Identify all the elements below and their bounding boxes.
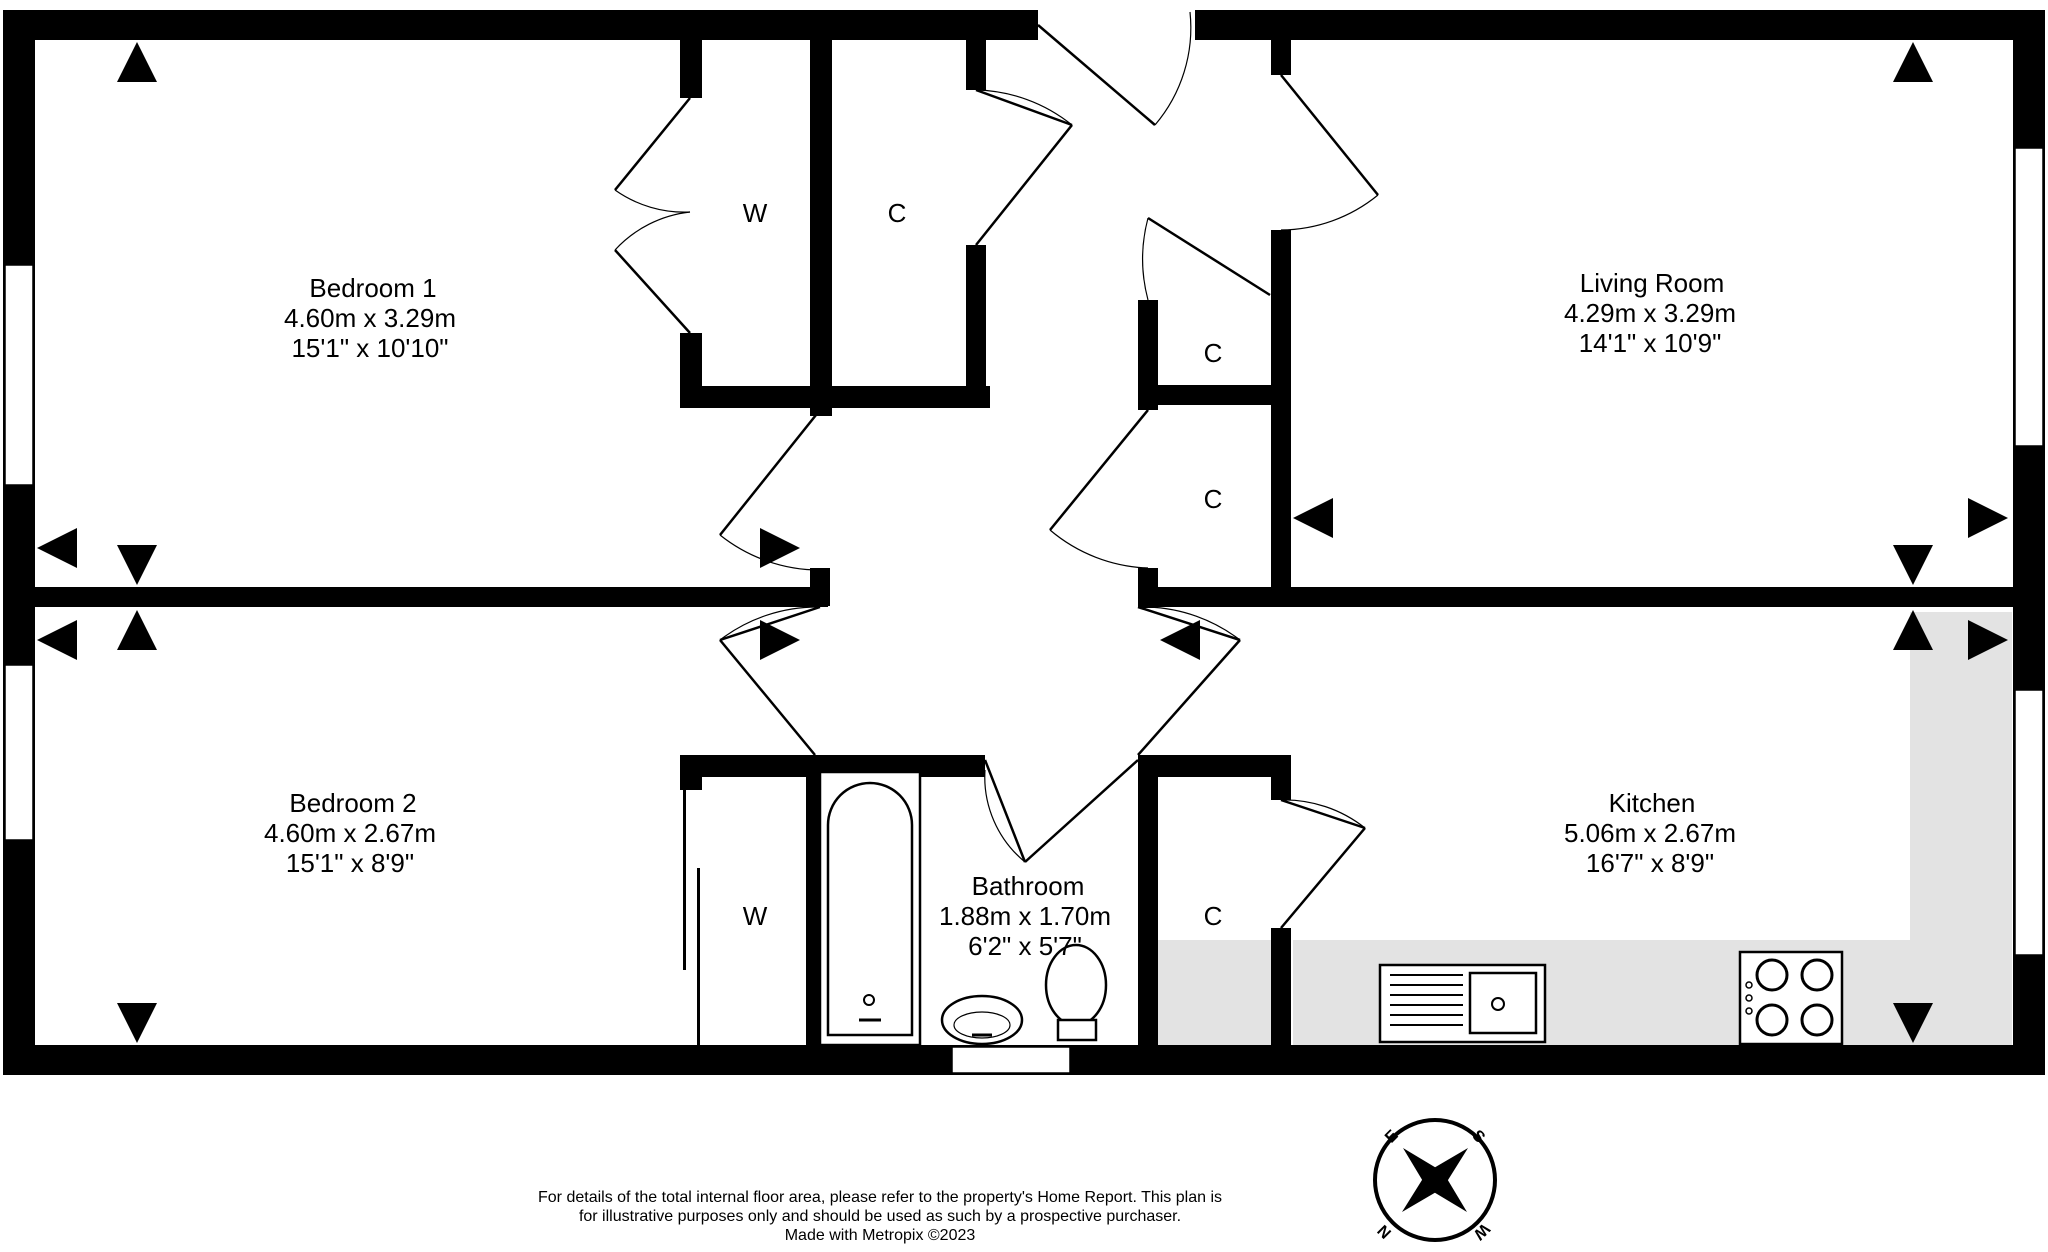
kitchen-sink xyxy=(1378,963,1547,1044)
hob xyxy=(1738,950,1844,1046)
room-bedroom-2: Bedroom 2 4.60m x 2.67m 15'1" x 8'9" xyxy=(264,788,436,878)
room-bedroom-1: Bedroom 1 4.60m x 3.29m 15'1" x 10'10" xyxy=(284,273,456,363)
dimension-markers xyxy=(37,42,2008,1043)
doors xyxy=(614,11,1379,929)
room-name: Bedroom 1 xyxy=(309,273,436,303)
cupboard-label: C xyxy=(1204,901,1223,931)
room-imperial: 16'7" x 8'9" xyxy=(1586,848,1714,878)
kitchen-worktop xyxy=(1157,612,2012,1045)
room-metric: 1.88m x 1.70m xyxy=(939,901,1111,931)
cupboard-label: C xyxy=(1204,338,1223,368)
room-living: Living Room 4.29m x 3.29m 14'1" x 10'9" xyxy=(1564,268,1736,358)
room-name: Kitchen xyxy=(1609,788,1696,818)
room-metric: 4.60m x 2.67m xyxy=(264,818,436,848)
compass: E S N W xyxy=(1373,1118,1497,1243)
room-name: Living Room xyxy=(1580,268,1725,298)
room-bathroom: Bathroom 1.88m x 1.70m 6'2" x 5'7" xyxy=(939,871,1111,961)
bathtub xyxy=(818,770,922,1047)
room-metric: 4.60m x 3.29m xyxy=(284,303,456,333)
room-imperial: 15'1" x 8'9" xyxy=(286,848,414,878)
footer-line-3: Made with Metropix ©2023 xyxy=(784,1227,976,1244)
basin xyxy=(940,994,1024,1046)
compass-w: W xyxy=(1469,1220,1492,1243)
room-imperial: 14'1" x 10'9" xyxy=(1579,328,1722,358)
room-imperial: 15'1" x 10'10" xyxy=(291,333,448,363)
footer-disclaimer: For details of the total internal floor … xyxy=(380,1188,1380,1245)
cupboard-label: C xyxy=(1204,484,1223,514)
room-metric: 5.06m x 2.67m xyxy=(1564,818,1736,848)
footer-line-2: for illustrative purposes only and shoul… xyxy=(578,1208,1182,1225)
interior-walls xyxy=(35,40,2013,1045)
room-name: Bathroom xyxy=(972,871,1085,901)
room-metric: 4.29m x 3.29m xyxy=(1564,298,1736,328)
windows xyxy=(4,147,2044,1074)
wardrobe-label: W xyxy=(743,198,768,228)
room-name: Bedroom 2 xyxy=(289,788,416,818)
cupboard-label: C xyxy=(888,198,907,228)
room-kitchen: Kitchen 5.06m x 2.67m 16'7" x 8'9" xyxy=(1564,788,1736,878)
toilet xyxy=(1044,943,1108,1042)
wardrobe-label: W xyxy=(743,901,768,931)
footer-line-1: For details of the total internal floor … xyxy=(538,1189,1222,1206)
room-imperial: 6'2" x 5'7" xyxy=(968,931,1082,961)
